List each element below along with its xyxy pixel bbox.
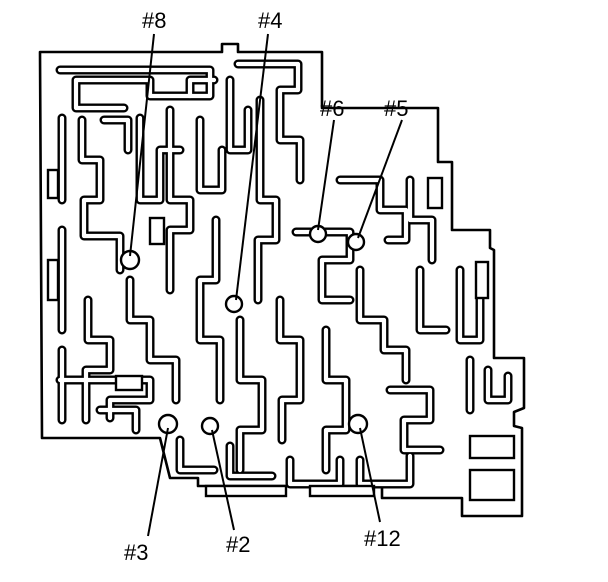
leader-12 xyxy=(359,427,381,523)
check-balls xyxy=(119,224,369,436)
ball-labels: #8 #4 #6 #5 #3 #2 #12 xyxy=(124,8,408,565)
label-ball-3: #3 xyxy=(124,540,148,565)
leader-8 xyxy=(129,33,155,257)
leader-6 xyxy=(317,119,335,231)
leader-5 xyxy=(357,119,403,239)
leader-2 xyxy=(211,429,235,531)
label-ball-4: #4 xyxy=(258,8,282,33)
check-ball-5 xyxy=(346,232,366,252)
port-slot xyxy=(426,176,444,210)
label-ball-12: #12 xyxy=(364,526,401,551)
label-ball-5: #5 xyxy=(384,96,408,121)
port-slot xyxy=(204,484,288,498)
channel-network xyxy=(46,59,516,502)
check-ball-4 xyxy=(224,294,244,314)
label-ball-6: #6 xyxy=(320,96,344,121)
label-ball-8: #8 xyxy=(142,8,166,33)
port-slot xyxy=(46,258,60,302)
port-slot xyxy=(468,434,516,460)
port-slot xyxy=(308,484,376,498)
leader-lines xyxy=(129,33,403,537)
leader-4 xyxy=(235,33,269,301)
leader-3 xyxy=(147,427,169,537)
port-slot xyxy=(468,468,516,502)
label-ball-2: #2 xyxy=(226,532,250,557)
port-slot xyxy=(148,216,166,246)
port-slot xyxy=(46,168,60,200)
port-slot xyxy=(474,260,490,300)
check-ball-12 xyxy=(347,413,369,435)
check-ball-2 xyxy=(200,416,220,436)
port-slot xyxy=(114,374,144,392)
